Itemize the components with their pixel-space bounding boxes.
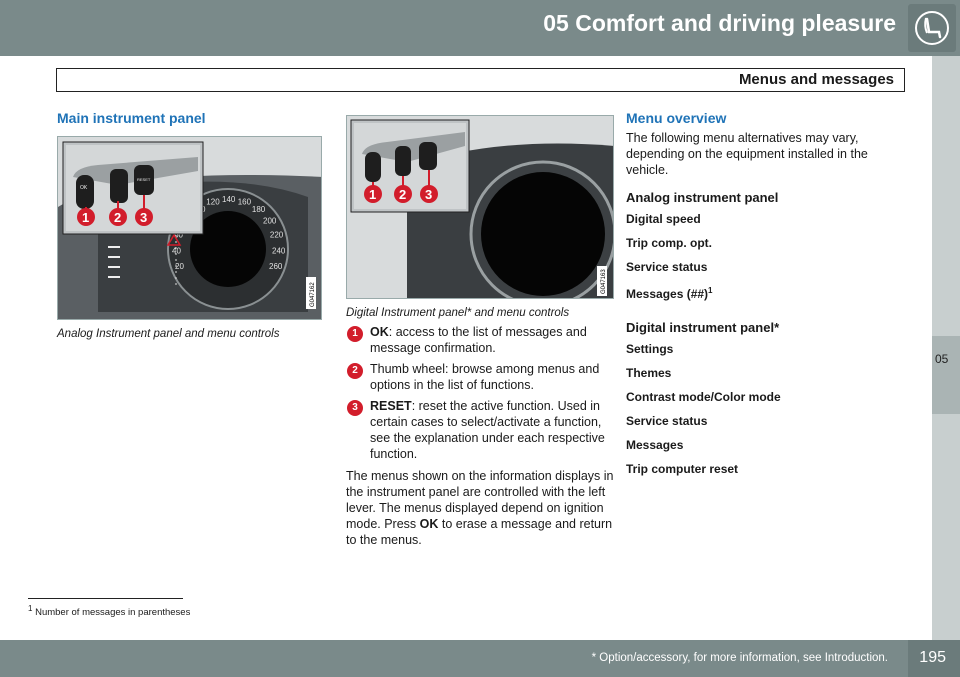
speedometer-tick-label: 20 <box>175 262 184 271</box>
digital-panel-illustration: G047163 1 2 3 <box>347 116 613 298</box>
menu-item-settings: Settings <box>626 342 674 356</box>
speedometer-tick-label: 140 <box>222 195 236 204</box>
callout-1-digital: 1 <box>369 187 376 202</box>
chapter-title: 05 Comfort and driving pleasure <box>543 10 896 36</box>
menu-item-service-status-digital: Service status <box>626 414 708 428</box>
footnote-rule <box>28 598 183 599</box>
item-reset-bold: RESET <box>370 399 412 413</box>
paragraph-part-a: The menus shown on the information displ… <box>346 469 614 531</box>
speedometer-tick-label: 200 <box>263 216 277 225</box>
menu-item-messages-digital: Messages <box>626 438 684 452</box>
menu-item-digital-speed: Digital speed <box>626 212 701 226</box>
section-bar: Menus and messages <box>56 68 905 92</box>
footer-note: * Option/accessory, for more information… <box>591 652 888 664</box>
caption-analog: Analog Instrument panel and menu control… <box>57 328 280 340</box>
callout-1: 1 <box>82 210 89 225</box>
header-band: 05 Comfort and driving pleasure <box>0 0 960 56</box>
number-badge-2: 2 <box>347 363 363 379</box>
speedometer-tick-label: 260 <box>269 262 283 271</box>
menu-item-trip-comp-opt: Trip comp. opt. <box>626 236 712 250</box>
section-title: Menus and messages <box>738 71 894 88</box>
chapter-icon-box <box>908 4 956 52</box>
page-number: 195 <box>919 649 946 666</box>
menu-item-contrast-mode: Contrast mode/Color mode <box>626 390 781 404</box>
analog-panel-illustration: 20406080100120140160180200220240260 G047… <box>58 137 321 319</box>
callout-2: 2 <box>114 210 121 225</box>
speedometer-tick-label: 40 <box>172 247 181 256</box>
footnote-ref: 1 <box>708 286 713 295</box>
lever-ok-label: OK <box>80 185 88 191</box>
paragraph-part-b: to erase a message and return to the men… <box>346 517 613 547</box>
menu-item-themes: Themes <box>626 366 672 380</box>
chapter-tab[interactable]: 05 <box>932 336 960 414</box>
menu-item-trip-computer-reset: Trip computer reset <box>626 462 739 476</box>
speedometer-tick-label: 160 <box>238 198 252 207</box>
item-reset-text: : reset the active function. Used in cer… <box>370 399 605 461</box>
menu-overview-intro: The following menu alternatives may vary… <box>626 131 868 177</box>
paragraph-ok-bold: OK <box>419 517 439 531</box>
footnote-text: Number of messages in parentheses <box>35 607 191 619</box>
callout-3: 3 <box>140 210 147 225</box>
item-ok-bold: OK <box>370 325 389 339</box>
column-main-instrument-panel: Main instrument panel 204060801001201401… <box>57 110 322 340</box>
heading-main-instrument-panel: Main instrument panel <box>57 110 206 126</box>
menus-paragraph: The menus shown on the information displ… <box>346 468 614 548</box>
list-item-thumb-wheel: 2 Thumb wheel: browse among menus and op… <box>346 361 614 393</box>
figure-code-analog: G047162 <box>310 282 316 307</box>
column-menu-overview: Menu overview The following menu alterna… <box>626 110 906 477</box>
speedometer-tick-label: 240 <box>272 247 286 256</box>
footnote-marker: 1 <box>28 604 33 613</box>
page-box: 195 <box>908 640 960 677</box>
callout-3-digital: 3 <box>425 187 432 202</box>
figure-code-digital: G047163 <box>601 269 607 294</box>
speedometer-tick-label: 220 <box>270 231 284 240</box>
lever-reset-label: RESET <box>137 177 151 182</box>
figure-digital-panel: G047163 1 2 3 <box>346 115 614 299</box>
subheading-digital: Digital instrument panel* <box>626 320 780 335</box>
figure-analog-panel: 20406080100120140160180200220240260 G047… <box>57 136 322 320</box>
speedometer-tick-label: 60 <box>174 231 183 240</box>
list-item-reset: 3 RESET: reset the active function. Used… <box>346 398 614 462</box>
footnote: 1 Number of messages in parentheses <box>28 604 190 618</box>
item-ok-text: : access to the list of messages and mes… <box>370 325 587 355</box>
speedometer-tick-label: 120 <box>206 198 220 207</box>
column-controls: G047163 1 2 3 Digital Instrument panel* … <box>346 110 614 548</box>
heading-menu-overview: Menu overview <box>626 110 727 126</box>
number-badge-3: 3 <box>347 400 363 416</box>
number-badge-1: 1 <box>347 326 363 342</box>
messages-count-label: Messages (##) <box>626 287 709 301</box>
menu-item-service-status-analog: Service status <box>626 260 708 274</box>
caption-digital: Digital Instrument panel* and menu contr… <box>346 307 570 319</box>
list-item-ok: 1 OK: access to the list of messages and… <box>346 324 614 356</box>
speedometer-tick-label: 180 <box>252 205 266 214</box>
item-thumb-wheel-text: Thumb wheel: browse among menus and opti… <box>370 362 600 392</box>
subheading-analog: Analog instrument panel <box>626 190 779 205</box>
menu-item-messages-analog: Messages (##)1 <box>626 283 906 302</box>
footer-band: * Option/accessory, for more information… <box>0 640 960 677</box>
chapter-tab-label: 05 <box>935 352 949 366</box>
callout-2-digital: 2 <box>399 187 406 202</box>
seat-icon <box>915 11 949 45</box>
